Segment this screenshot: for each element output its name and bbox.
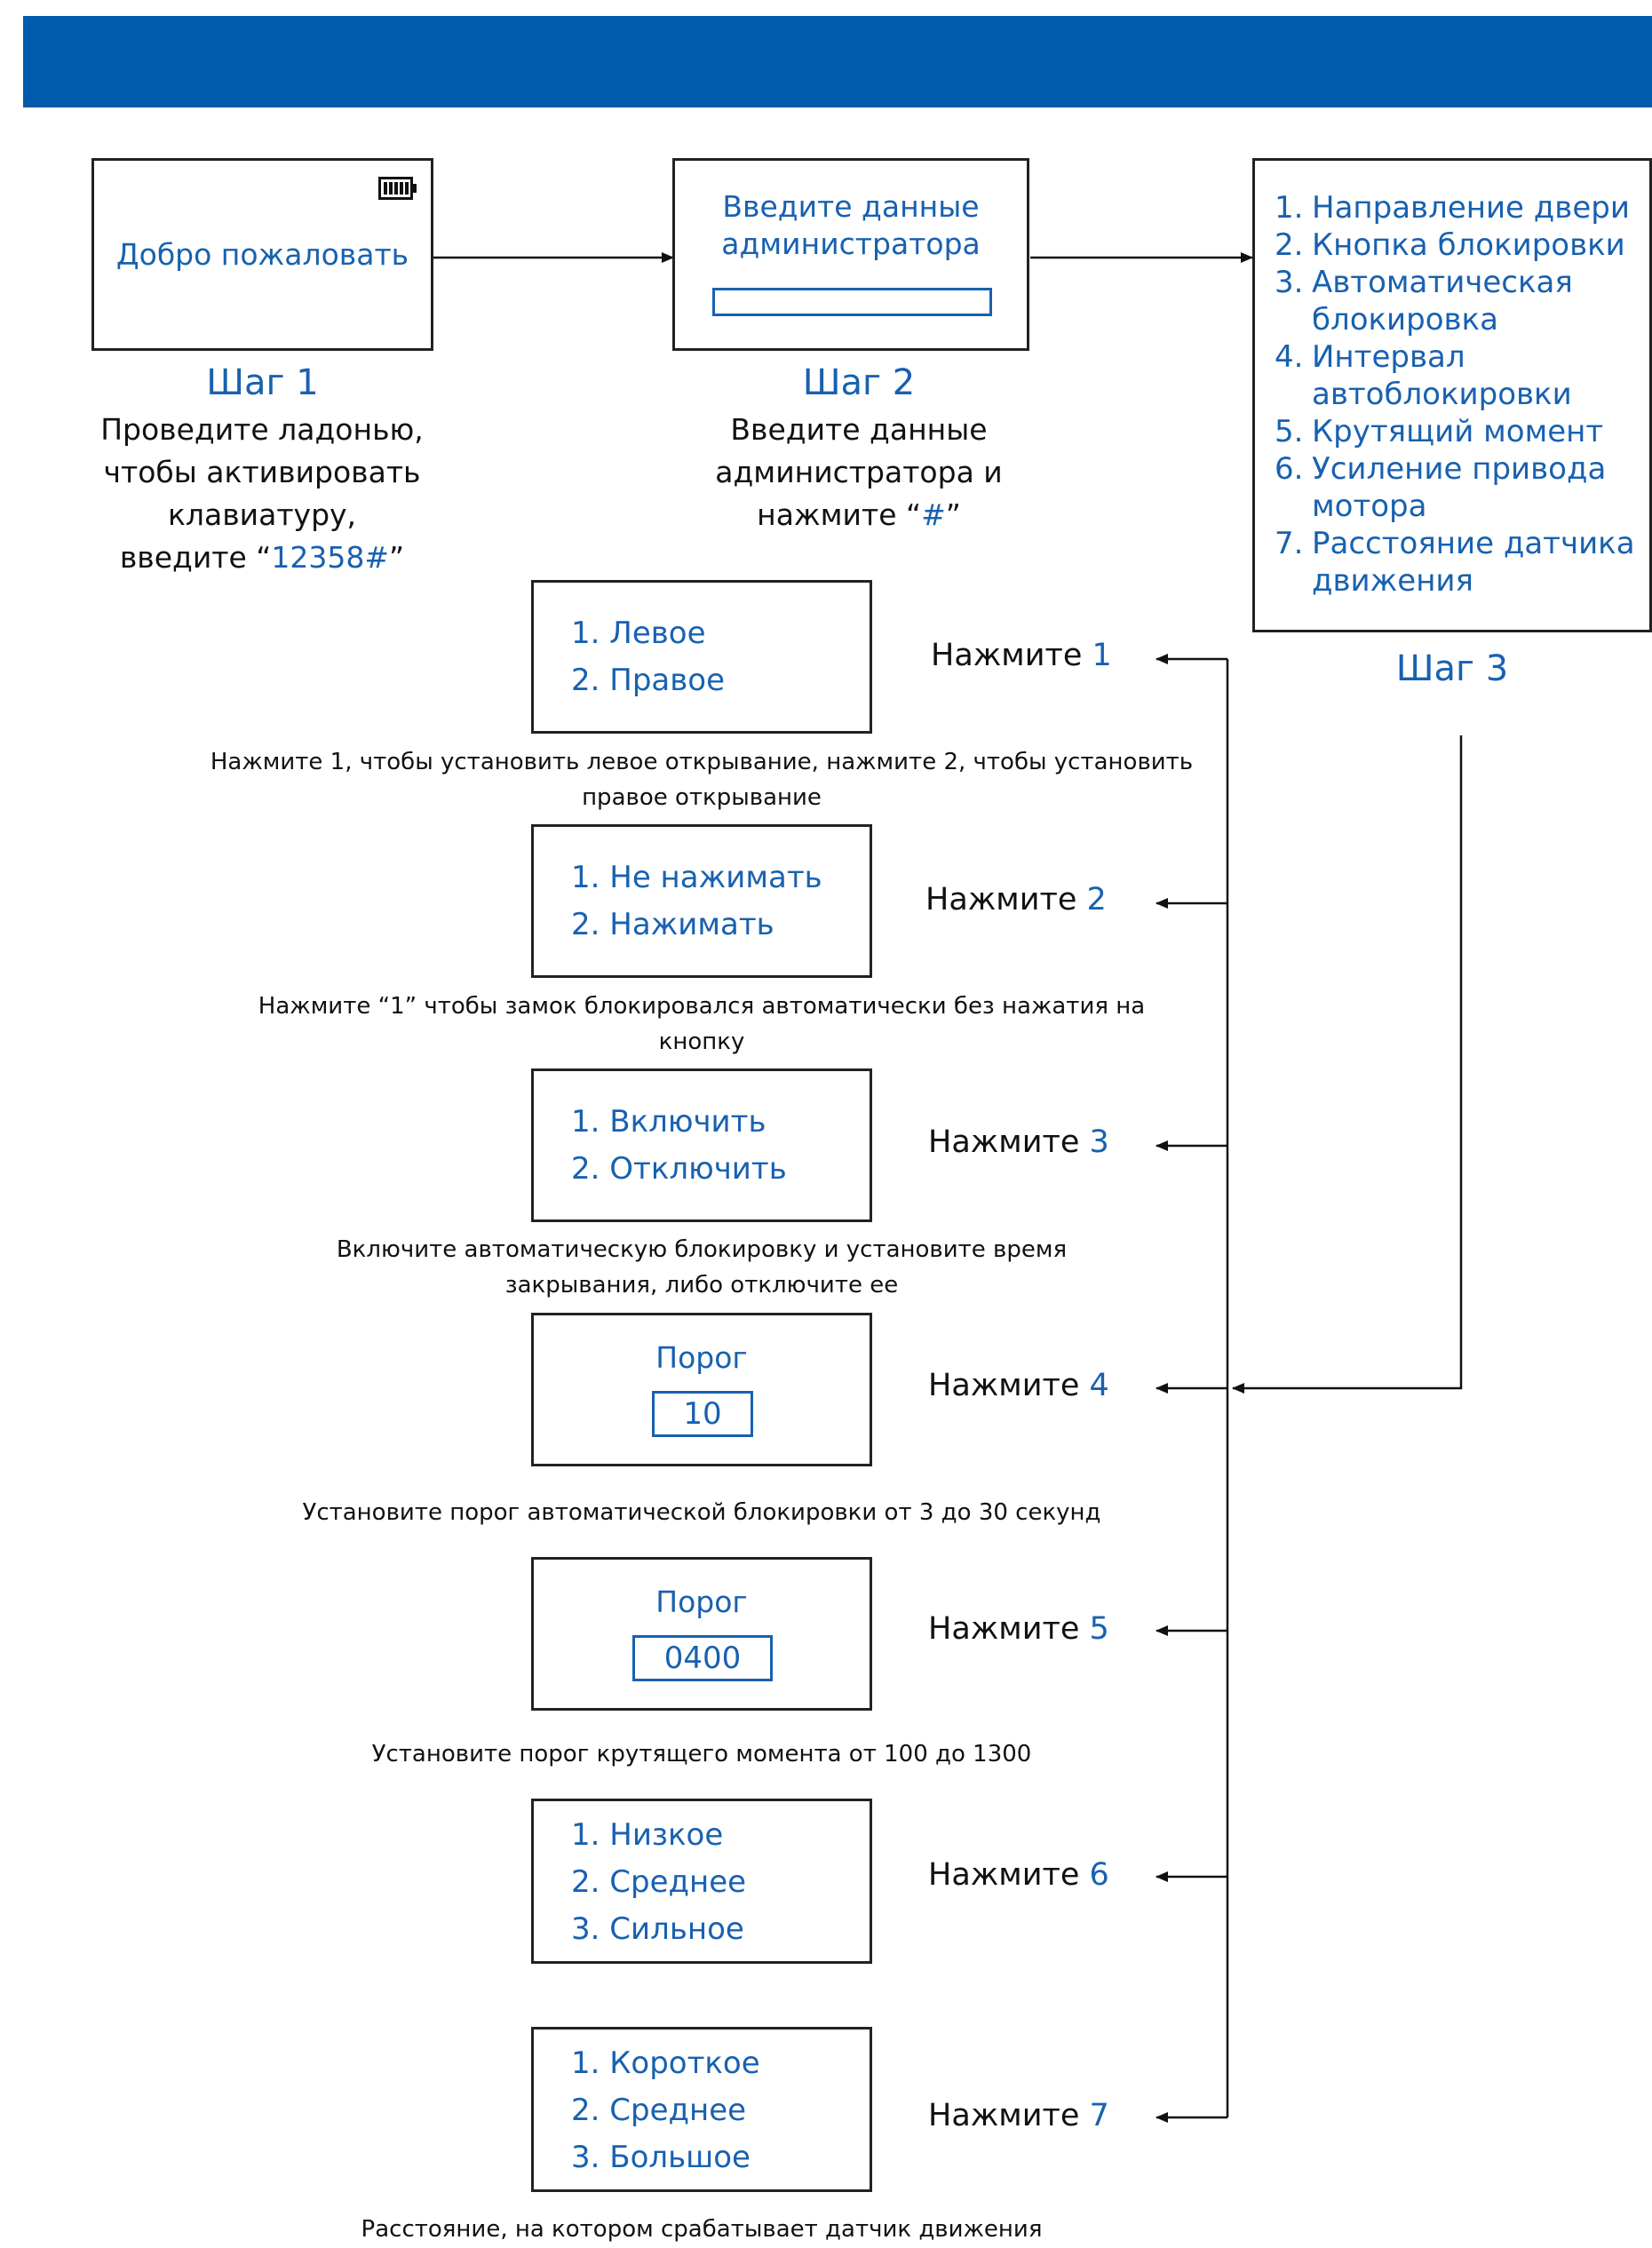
admin-input-field[interactable] <box>712 288 992 316</box>
press-key-4-label: Нажмите 4 <box>928 1368 1109 1403</box>
option3-caption: Включите автоматическую блокировку и уст… <box>336 1236 1068 1299</box>
step2-screen: Введите данные администратора <box>672 158 1029 351</box>
step2-screen-line2: администратора <box>721 226 981 261</box>
step1-desc-suffix: ” <box>389 540 405 575</box>
step2-desc-line: нажмите “#” <box>655 494 1063 536</box>
step2-desc-line: Введите данные <box>730 412 988 447</box>
welcome-text: Добро пожаловать <box>115 237 409 272</box>
step2-desc-line: администратора и <box>715 455 1003 489</box>
threshold-label: Порог <box>655 1340 748 1375</box>
header-banner <box>23 16 1652 107</box>
battery-full-icon <box>378 177 417 200</box>
option7-item[interactable]: 1. Короткое <box>571 2045 760 2081</box>
option1-caption: Нажмите 1, чтобы установить левое открыв… <box>210 749 1194 811</box>
press-key-2-label: Нажмите 2 <box>925 882 1107 917</box>
step3-menu-screen: 1.Направление двери 2.Кнопка блокировки … <box>1252 158 1652 632</box>
hash-key: # <box>921 497 946 532</box>
option1-item[interactable]: 2. Правое <box>571 663 725 698</box>
option2-item[interactable]: 1. Не нажимать <box>571 860 822 895</box>
menu-item-torque[interactable]: 5.Крутящий момент <box>1275 414 1604 449</box>
option7-screen: 1. Короткое 2. Среднее 3. Большое <box>531 2027 872 2192</box>
step3-title: Шаг 3 <box>1395 648 1509 689</box>
option4-caption: Установите порог автоматической блокиров… <box>302 1499 1101 1526</box>
option5-caption: Установите порог крутящего момента от 10… <box>371 1741 1032 1767</box>
step1-title: Шаг 1 <box>206 362 319 403</box>
menu-item-door-direction[interactable]: 1.Направление двери <box>1275 190 1630 226</box>
press-key-1-label: Нажмите 1 <box>931 638 1112 673</box>
step2-description: Введите данные администратора и нажмите … <box>655 409 1063 536</box>
step1-desc-line: чтобы активировать <box>103 455 421 489</box>
option7-item[interactable]: 2. Среднее <box>571 2093 747 2128</box>
step2-desc-suffix: ” <box>945 497 961 532</box>
option2-screen: 1. Не нажимать 2. Нажимать <box>531 824 872 978</box>
option2-item[interactable]: 2. Нажимать <box>571 907 774 942</box>
option6-item[interactable]: 2. Среднее <box>571 1864 747 1900</box>
option3-item[interactable]: 2. Отключить <box>571 1151 787 1187</box>
option6-screen: 1. Низкое 2. Среднее 3. Сильное <box>531 1799 872 1964</box>
step1-description: Проведите ладонью, чтобы активировать кл… <box>53 409 471 579</box>
torque-threshold-field[interactable]: 0400 <box>632 1635 773 1681</box>
step2-screen-line1: Введите данные <box>722 189 980 224</box>
step2-title: Шаг 2 <box>802 362 916 403</box>
option1-item[interactable]: 1. Левое <box>571 616 706 651</box>
option4-screen: Порог 10 <box>531 1313 872 1466</box>
option6-item[interactable]: 1. Низкое <box>571 1817 724 1853</box>
press-key-7-label: Нажмите 7 <box>928 2098 1109 2133</box>
threshold-label: Порог <box>655 1585 748 1619</box>
press-key-3-label: Нажмите 3 <box>928 1124 1109 1160</box>
auto-lock-threshold-field[interactable]: 10 <box>652 1391 753 1437</box>
press-key-6-label: Нажмите 6 <box>928 1857 1109 1893</box>
option3-screen: 1. Включить 2. Отключить <box>531 1068 872 1222</box>
step1-desc-prefix: введите “ <box>119 540 272 575</box>
option3-item[interactable]: 1. Включить <box>571 1104 766 1140</box>
step1-screen: Добро пожаловать <box>91 158 433 351</box>
step2-desc-prefix: нажмите “ <box>757 497 922 532</box>
option2-caption: Нажмите “1” чтобы замок блокировался авт… <box>258 993 1146 1055</box>
option7-caption: Расстояние, на котором срабатывает датчи… <box>361 2216 1043 2243</box>
press-key-5-label: Нажмите 5 <box>928 1611 1109 1647</box>
menu-item-lock-button[interactable]: 2.Кнопка блокировки <box>1275 227 1625 263</box>
settings-menu: 1.Направление двери 2.Кнопка блокировки … <box>1275 189 1635 600</box>
step1-desc-line: клавиатуру, <box>167 497 357 532</box>
option7-item[interactable]: 3. Большое <box>571 2140 751 2175</box>
option1-screen: 1. Левое 2. Правое <box>531 580 872 734</box>
step1-desc-line: Проведите ладонью, <box>100 412 424 447</box>
arrow-step3-to-bus <box>1232 735 1463 1394</box>
step1-desc-line: введите “12358#” <box>53 536 471 579</box>
option6-item[interactable]: 3. Сильное <box>571 1911 744 1947</box>
admin-code: 12358# <box>271 540 390 575</box>
option5-screen: Порог 0400 <box>531 1557 872 1711</box>
